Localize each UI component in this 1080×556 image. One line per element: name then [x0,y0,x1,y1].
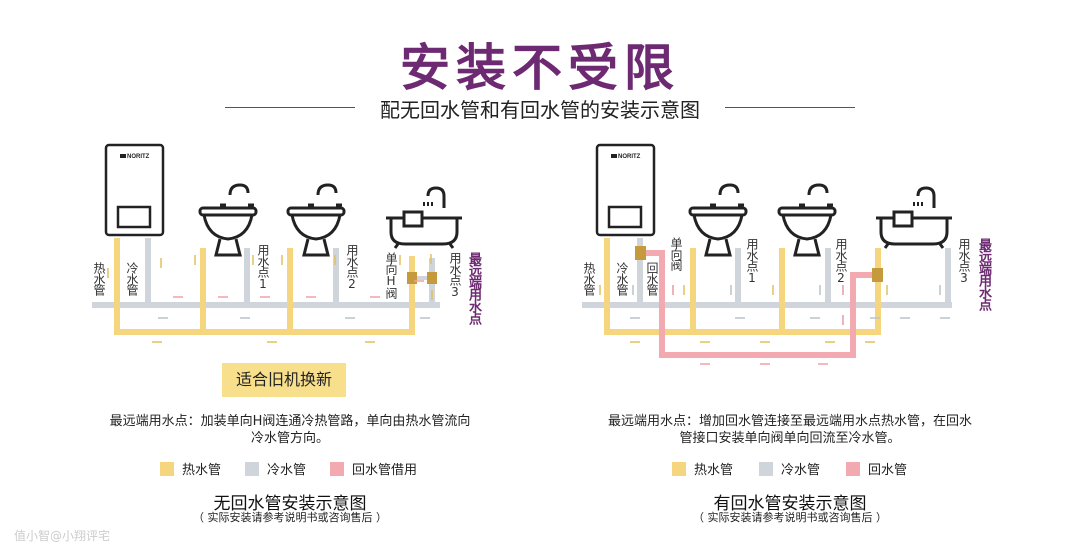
page-title: 安装不受限 [400,39,680,97]
swatch [672,461,686,476]
bathtub-icon [874,186,954,250]
cold-risers [637,238,951,305]
divider-right [725,107,855,108]
right-description: 最远端用水点：增加回水管连接至最远端用水点热水管，在回水 管接口安装单向阀单向回… [580,413,1000,447]
sink-icon [286,183,346,257]
hot-risers [200,248,293,332]
sink-icon [777,183,837,257]
h-valve-icon [407,272,417,284]
check-valve-icon [635,246,646,260]
hot-pipe [604,238,881,335]
sink-icon [198,183,258,257]
desc-line: 最远端用水点：增加回水管连接至最远端用水点热水管，在回水 [607,414,972,429]
label-hot-pipe: 热水管 [582,262,596,295]
swatch [846,461,861,476]
legend-label: 热水管 [182,463,222,478]
left-description: 最远端用水点：加装单向H阀连通冷热管路，单向由热水管流向 冷水管方向。 [80,413,500,447]
right-heater-brand-logo: NORITZ [618,154,641,160]
swatch [245,461,260,476]
left-legend: 热水管 冷水管 回水管借用 [160,459,417,478]
divider-left [225,107,355,108]
label-point-3: 用水点3 [957,238,971,284]
right-diagram [582,143,954,365]
flow-arrows [599,285,950,365]
cold-risers [145,238,435,305]
swatch [759,461,774,476]
legend-label: 热水管 [694,463,734,478]
left-diagram [92,143,464,343]
label-point-3: 用水点3 [448,252,462,298]
legend-cold: 冷水管 [759,459,820,478]
hot-risers [690,248,785,332]
legend-return: 回水管 [846,459,907,478]
desc-line: 最远端用水点：加装单向H阀连通冷热管路，单向由热水管流向 [109,414,471,429]
label-farthest-point: 最远端用水点 [976,238,991,310]
label-point-2: 用水点2 [834,238,848,284]
legend-label: 冷水管 [267,463,307,478]
swatch [160,461,174,476]
left-heater-brand-logo: NORITZ [127,154,150,160]
left-note: （ 实际安装请参考说明书或咨询售后 ） [193,511,387,524]
legend-hot: 热水管 [672,459,733,478]
label-point-1: 用水点1 [745,238,759,284]
label-point-1: 用水点1 [256,244,270,290]
legend-label: 冷水管 [781,463,821,478]
desc-line: 冷水管方向。 [250,431,329,446]
legend-hot: 热水管 [160,459,221,478]
legend-label: 回水管借用 [352,463,418,478]
flow-arrows [107,254,433,343]
label-check-valve: 单向阀 [669,237,683,270]
old-unit-replacement-badge: 适合旧机换新 [222,363,346,397]
bathtub-icon [384,186,464,250]
return-pipe [645,250,874,358]
desc-line: 管接口安装单向阀单向回流至冷水管。 [679,431,901,446]
label-h-valve: 单向H阀 [384,252,398,298]
left-caption: 无回水管安装示意图 [213,494,367,514]
legend-label: 回水管 [868,463,908,478]
label-cold-pipe: 冷水管 [125,262,139,295]
label-point-2: 用水点2 [345,244,359,290]
legend-return: 回水管借用 [330,459,417,478]
sink-icon [688,183,748,257]
label-return-pipe: 回水管 [645,262,659,295]
right-caption: 有回水管安装示意图 [713,494,867,514]
label-hot-pipe: 热水管 [92,262,106,295]
right-legend: 热水管 冷水管 回水管 [672,459,907,478]
label-cold-pipe: 冷水管 [615,262,629,295]
watermark: 值小智@小翔评宅 [14,529,111,543]
swatch [330,461,345,476]
check-valve-icon [872,268,883,282]
legend-cold: 冷水管 [245,459,306,478]
page-subtitle: 配无回水管和有回水管的安装示意图 [380,98,700,122]
h-valve-icon [427,272,437,284]
label-farthest-point: 最远端用水点 [466,252,481,324]
hot-pipe [114,238,415,335]
right-note: （ 实际安装请参考说明书或咨询售后 ） [693,511,887,524]
